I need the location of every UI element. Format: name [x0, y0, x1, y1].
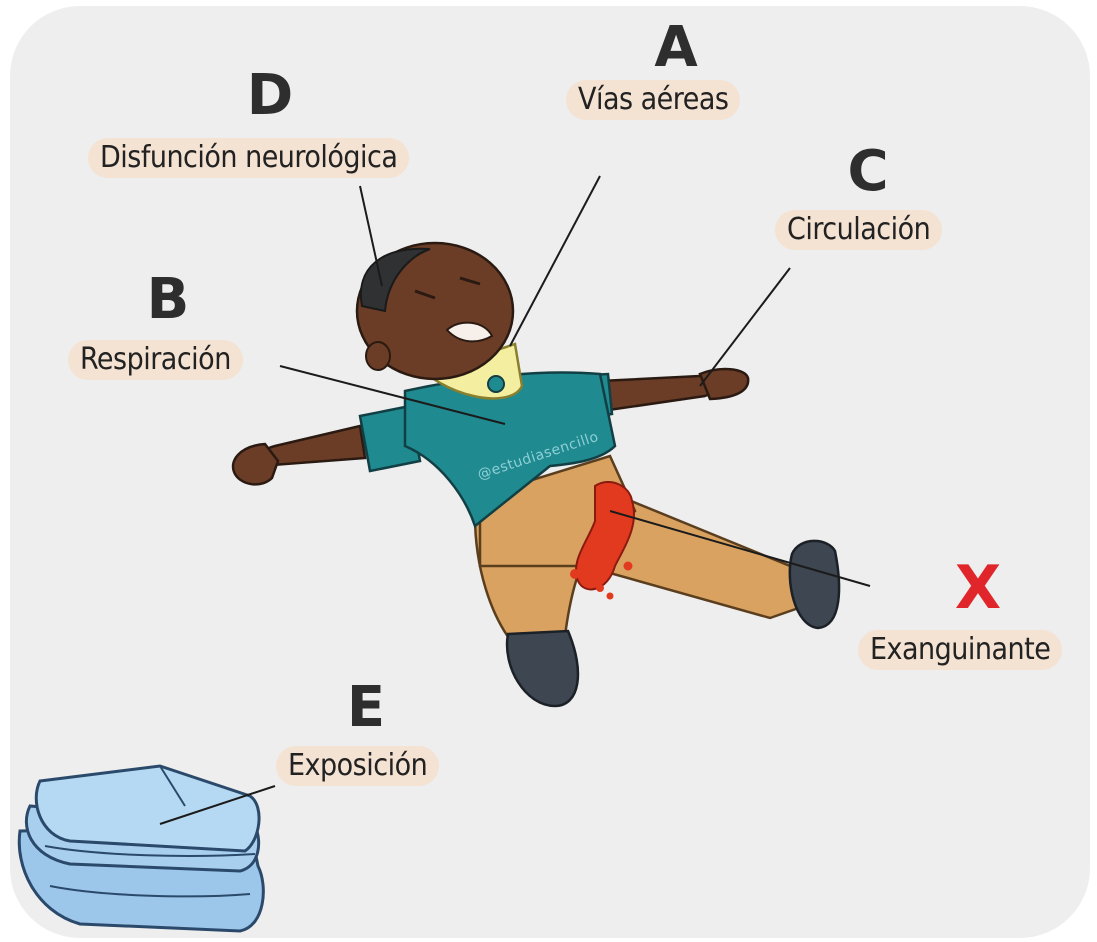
head — [357, 243, 513, 379]
step-b-letter: B — [138, 272, 198, 328]
step-x-label: Exanguinante — [858, 630, 1062, 670]
step-e-letter: E — [336, 680, 396, 736]
blanket-icon — [19, 766, 263, 931]
step-b-label: Respiración — [68, 340, 243, 380]
step-c-label: Circulación — [775, 210, 942, 250]
step-d-letter: D — [240, 68, 300, 124]
legs — [475, 456, 839, 706]
step-a-label: Vías aéreas — [566, 80, 740, 120]
abcde-diagram: @estudiasencillo A Vías aéreas D Disfunc… — [10, 6, 1090, 938]
step-e-label: Exposición — [276, 746, 439, 786]
step-d-label: Disfunción neurológica — [88, 138, 409, 178]
step-x-letter: X — [948, 560, 1008, 616]
left-arm — [233, 406, 420, 484]
step-c-letter: C — [838, 144, 898, 200]
step-a-letter: A — [646, 20, 706, 76]
